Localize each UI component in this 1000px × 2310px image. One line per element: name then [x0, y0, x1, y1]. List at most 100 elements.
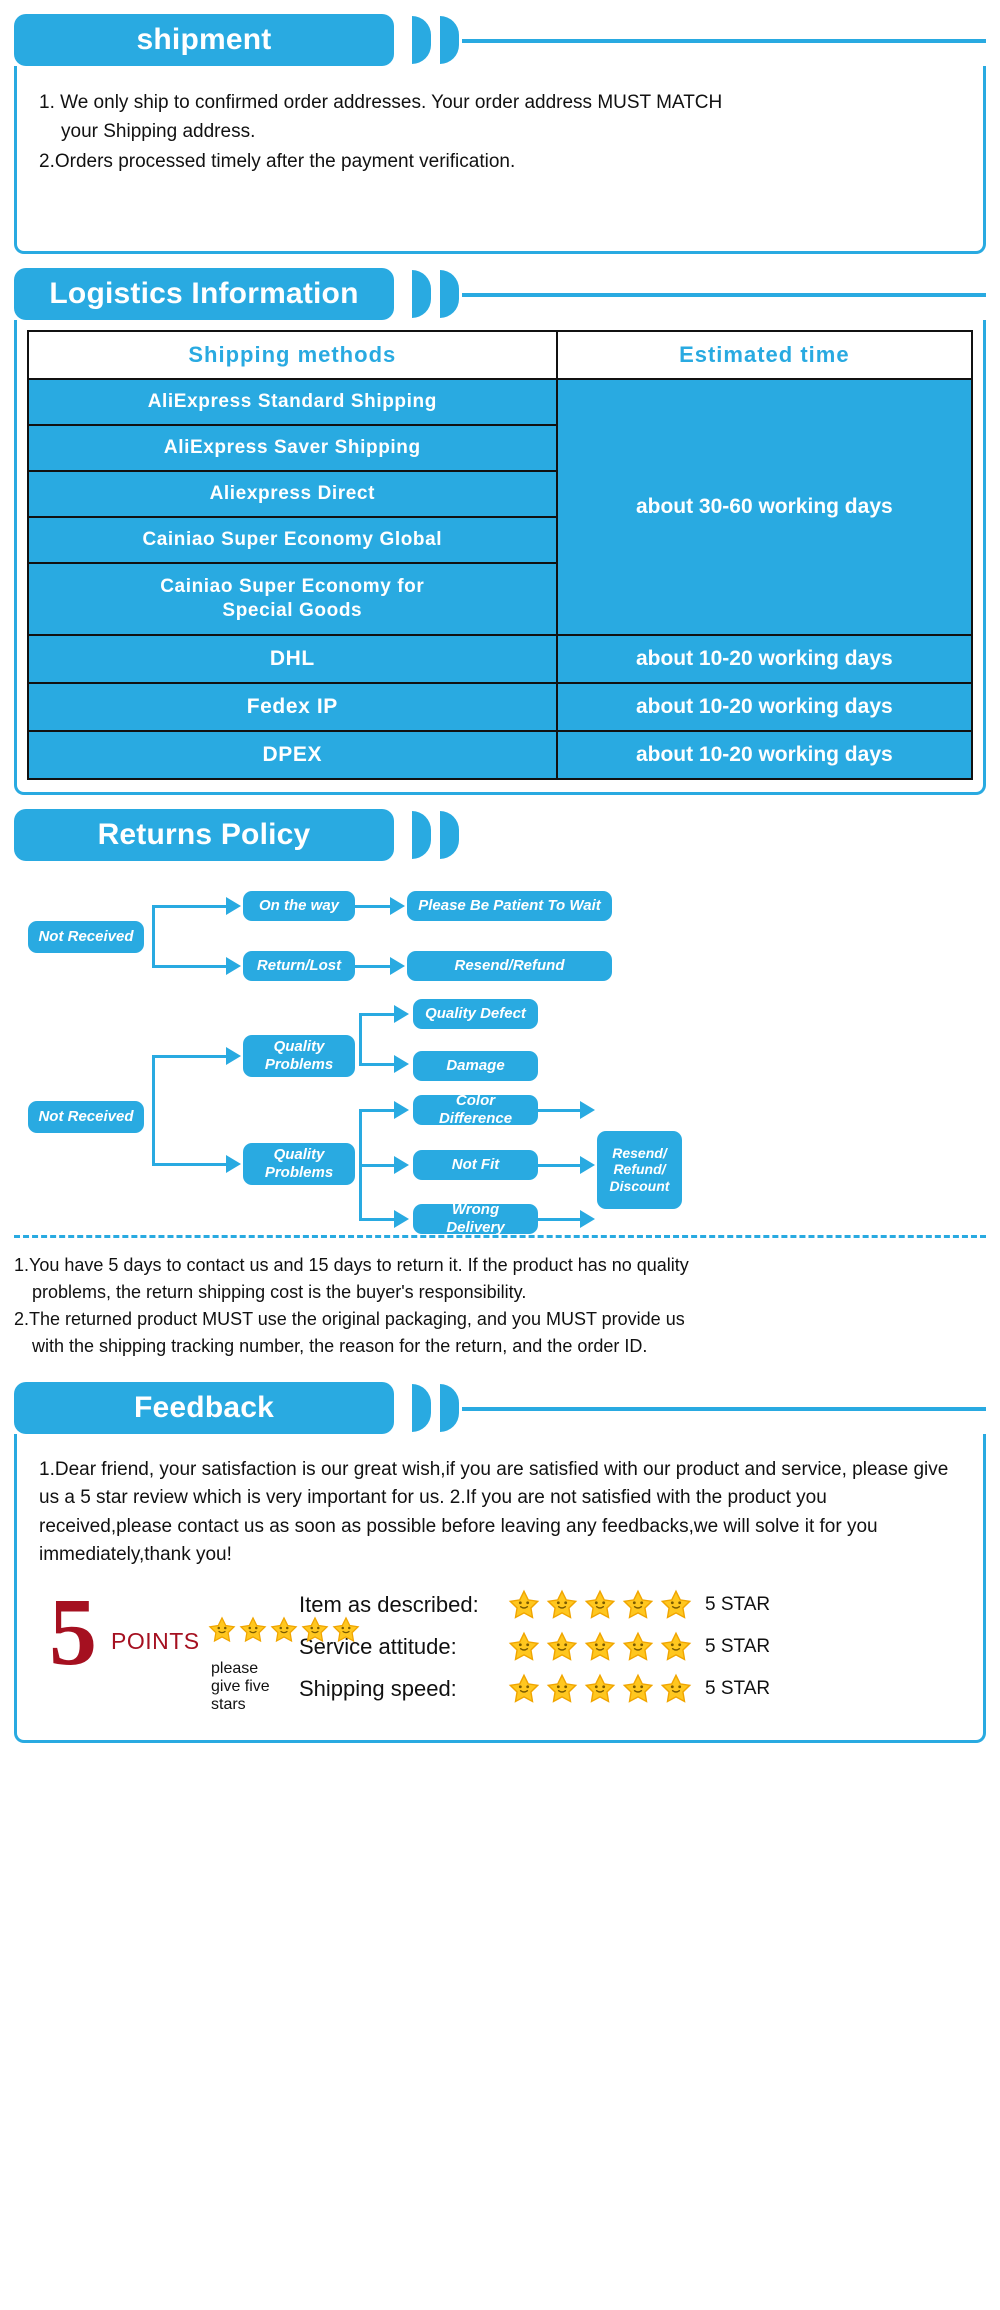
header-rule — [462, 1406, 986, 1411]
rating-stars — [507, 1588, 693, 1622]
shipment-line-3: 2.Orders processed timely after the paym… — [39, 150, 516, 172]
feedback-line-2b: possible before leaving any feedbacks,we… — [39, 1515, 878, 1566]
time-cell: about 10-20 working days — [555, 681, 974, 732]
time-cell: about 30-60 working days — [555, 378, 974, 636]
returns-flowchart-top: Not Received On the way Return/Lost Plea… — [14, 877, 986, 997]
flow-final-resend-refund-discount: Resend/ Refund/ Discount — [597, 1130, 682, 1209]
flow-result-quality-defect: Quality Defect — [413, 998, 538, 1029]
flow-arrow — [394, 1155, 409, 1174]
returns-note-2b: with the shipping tracking number, the r… — [32, 1335, 648, 1356]
five-points-badge: 5 POINTS please give five stars — [39, 1583, 360, 1713]
flow-arrow — [394, 1054, 409, 1073]
returns-note-1b: problems, the return shipping cost is th… — [32, 1281, 527, 1302]
method-cell: Cainiao Super Economy for Special Goods — [27, 562, 558, 636]
rating-rows: Item as described: 5 STAR Service attitu… — [299, 1588, 961, 1714]
star-icon — [331, 1615, 361, 1645]
flow-node-quality-problems-lower: Quality Problems — [243, 1142, 355, 1185]
method-cell: Fedex IP — [27, 681, 558, 732]
flow-arrow — [394, 1004, 409, 1023]
star-icon — [300, 1615, 330, 1645]
flow-connector — [538, 1108, 588, 1112]
shipment-text: 1. We only ship to confirmed order addre… — [39, 88, 961, 176]
shipment-body: 1. We only ship to confirmed order addre… — [14, 66, 986, 254]
method-cell: DHL — [27, 633, 558, 684]
star-icon — [507, 1630, 541, 1664]
feedback-section-header: Feedback — [14, 1381, 986, 1434]
flow-connector — [359, 1012, 362, 1065]
star-icon — [583, 1588, 617, 1622]
feedback-title-pill: Feedback — [14, 1381, 394, 1434]
flow-connector — [152, 904, 234, 908]
flow-arrow — [394, 1100, 409, 1119]
method-cell: AliExpress Saver Shipping — [27, 424, 558, 472]
logistics-table: Shipping methods Estimated time AliExpre… — [27, 330, 974, 780]
star-icon — [507, 1672, 541, 1706]
table-header-row: Shipping methods Estimated time — [27, 330, 974, 380]
feedback-body: 1.Dear friend, your satisfaction is our … — [14, 1433, 986, 1743]
shipment-section-header: shipment — [14, 14, 986, 66]
header-rule — [462, 39, 986, 43]
star-icon — [621, 1588, 655, 1622]
star-icon — [207, 1615, 237, 1645]
flow-connector — [359, 1108, 401, 1112]
column-header-time: Estimated time — [555, 330, 974, 380]
star-icon — [583, 1630, 617, 1664]
flow-connector — [538, 1163, 588, 1167]
flow-connector — [355, 904, 399, 908]
star-icon — [507, 1588, 541, 1622]
feedback-line-2: 2.If you are not satisfied with the prod… — [39, 1487, 827, 1537]
table-row: Cainiao Super Economy Global — [27, 516, 972, 564]
flow-arrow — [226, 1046, 241, 1065]
rating-stars — [507, 1630, 693, 1664]
flow-connector — [359, 1163, 401, 1167]
returns-notes: 1.You have 5 days to contact us and 15 d… — [14, 1252, 986, 1360]
rating-row-service-attitude: Service attitude: 5 STAR — [299, 1630, 961, 1664]
header-double-bar-icon — [412, 1383, 459, 1432]
ratings-area: 5 POINTS please give five stars Item as … — [39, 1583, 961, 1714]
logistics-section-header: Logistics Information — [14, 268, 986, 320]
table-row: Cainiao Super Economy for Special Goods — [27, 562, 972, 636]
feedback-line-1b: and service, please give us a 5 star rev… — [39, 1458, 949, 1509]
rating-row-shipping-speed: Shipping speed: 5 STAR — [299, 1672, 961, 1706]
flow-connector — [152, 904, 155, 967]
returns-section-header: Returns Policy — [14, 808, 986, 861]
product-description-page: shipment 1. We only ship to confirmed or… — [0, 14, 1000, 1763]
logistics-body: Shipping methods Estimated time AliExpre… — [14, 320, 986, 795]
flow-result-wait: Please Be Patient To Wait — [407, 890, 612, 921]
table-row: DPEX about 10-20 working days — [27, 729, 974, 780]
time-cell: about 10-20 working days — [555, 729, 974, 780]
flow-result-wrong-delivery: Wrong Delivery — [413, 1201, 538, 1236]
rating-label: Shipping speed: — [299, 1675, 457, 1701]
star-icon — [269, 1615, 299, 1645]
header-rule — [462, 293, 986, 297]
points-caption: please give five stars — [211, 1659, 270, 1713]
flow-connector — [152, 1162, 234, 1166]
flow-connector — [152, 964, 234, 968]
table-row: Aliexpress Direct — [27, 470, 972, 518]
star-icon — [659, 1588, 693, 1622]
flow-arrow — [390, 956, 405, 975]
time-cell: about 10-20 working days — [555, 633, 974, 684]
feedback-title: Feedback — [134, 1390, 274, 1424]
flow-node-return-lost: Return/Lost — [243, 950, 355, 981]
returns-note-2: 2.The returned product MUST use the orig… — [14, 1308, 685, 1329]
column-header-methods: Shipping methods — [27, 330, 558, 380]
rating-tag: 5 STAR — [705, 1593, 771, 1615]
flow-arrow — [580, 1100, 595, 1119]
header-double-bar-icon — [412, 270, 459, 318]
flow-arrow — [580, 1209, 595, 1228]
header-double-bar-icon — [412, 16, 459, 64]
rating-row-item-as-described: Item as described: 5 STAR — [299, 1588, 961, 1622]
rating-label: Item as described: — [299, 1591, 479, 1617]
flow-arrow — [226, 896, 241, 915]
rating-label: Service attitude: — [299, 1633, 457, 1659]
flow-connector — [152, 1054, 155, 1165]
rating-tag: 5 STAR — [705, 1677, 771, 1699]
flow-result-not-fit: Not Fit — [413, 1149, 538, 1180]
rating-tag: 5 STAR — [705, 1635, 771, 1657]
points-number: 5 — [49, 1577, 97, 1685]
returns-note-1: 1.You have 5 days to contact us and 15 d… — [14, 1254, 689, 1275]
star-icon — [621, 1630, 655, 1664]
flow-arrow — [390, 896, 405, 915]
star-icon — [545, 1630, 579, 1664]
